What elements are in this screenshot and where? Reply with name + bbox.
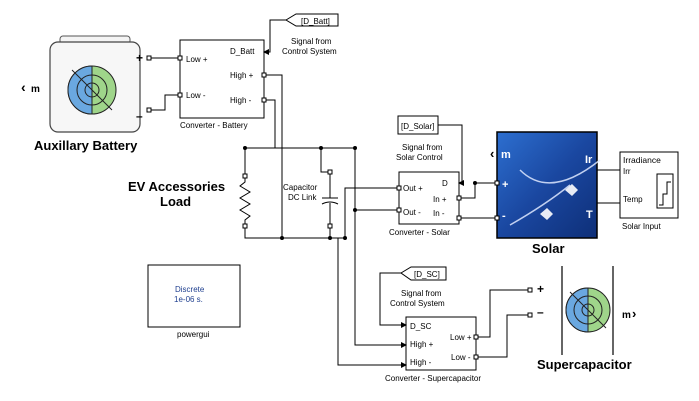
conv-solar-d-label: D: [442, 179, 448, 188]
conv-battery-caption: Converter - Battery: [180, 121, 248, 130]
battery-minus-label: –: [136, 109, 143, 123]
conv-battery-high-minus-label: High -: [230, 96, 252, 105]
solar-input-irr-label: Irr: [623, 167, 631, 176]
solar-port-arrow: ‹: [490, 146, 494, 161]
conv-solar-in-plus-label: In +: [433, 195, 447, 204]
goto-dsolar-tag: [D_Solar]: [401, 122, 434, 131]
converter-sc-box: [405, 316, 477, 371]
capacitor-label-1: Capacitor: [283, 183, 318, 192]
solar-port-m-label: m: [501, 149, 511, 161]
goto-dsolar-block[interactable]: [D_Solar] Signal from Solar Control: [389, 115, 443, 162]
conv-sc-dsc-label: D_SC: [410, 322, 432, 331]
battery-icon: [49, 35, 141, 133]
ev-load-title-1: EV Accessories: [128, 179, 225, 194]
battery-title: Auxillary Battery: [34, 138, 138, 153]
solar-title: Solar: [532, 241, 565, 256]
powergui-block[interactable]: Discrete 1e-06 s. powergui: [147, 264, 241, 339]
supercap-plus-label: +: [537, 282, 544, 296]
goto-dsolar-caption-2: Solar Control: [396, 153, 443, 162]
conv-sc-low-plus-label: Low +: [450, 333, 472, 342]
conv-solar-out-minus-label: Out -: [403, 208, 421, 217]
powergui-line-1: Discrete: [175, 285, 205, 294]
signal-builder-icon: [656, 173, 674, 209]
wiring: [150, 19, 620, 368]
supercapacitor-icon: [565, 287, 611, 333]
port-markers: [146, 55, 533, 360]
battery-port-m-label: m: [31, 84, 40, 95]
supercapacitor-block[interactable]: + – m › Supercapacitor: [537, 266, 636, 372]
converter-supercapacitor-block[interactable]: D_SC High + High - Low + Low - Converter…: [385, 316, 481, 383]
solar-plus-label: +: [502, 179, 508, 191]
ev-load-title-2: Load: [160, 194, 191, 209]
supercap-port-m-label: m: [622, 310, 631, 321]
powergui-line-2: 1e-06 s.: [174, 295, 203, 304]
goto-dsc-caption-1: Signal from: [401, 289, 442, 298]
conv-sc-low-minus-label: Low -: [451, 353, 471, 362]
powergui-caption: powergui: [177, 330, 210, 339]
conv-battery-low-plus-label: Low +: [186, 55, 208, 64]
converter-solar-block[interactable]: Out + Out - D In + In - Converter - Sola…: [389, 171, 460, 237]
battery-port-arrow: ‹: [21, 79, 26, 95]
solar-input-caption: Solar Input: [622, 222, 661, 231]
solar-panel-icon: [496, 131, 598, 239]
conv-battery-dbatt-label: D_Batt: [230, 47, 255, 56]
goto-dsc-block[interactable]: [D_SC] Signal from Control System: [390, 266, 447, 308]
solar-input-temp-label: Temp: [623, 195, 643, 204]
conv-sc-high-plus-label: High +: [410, 340, 434, 349]
goto-dbatt-caption-2: Control System: [282, 47, 337, 56]
ev-accessories-load-block[interactable]: EV Accessories Load: [128, 176, 251, 226]
converter-battery-box: [179, 39, 265, 119]
goto-dsolar-caption-1: Signal from: [402, 143, 443, 152]
solar-input-block[interactable]: Irradiance Irr Temp Solar Input: [619, 151, 679, 231]
converter-battery-block[interactable]: Low + Low - D_Batt High + High - Convert…: [179, 39, 265, 130]
conv-solar-out-plus-label: Out +: [403, 184, 423, 193]
goto-dsc-caption-2: Control System: [390, 299, 445, 308]
solar-ir-label: Ir: [585, 154, 593, 166]
conv-solar-in-minus-label: In -: [433, 209, 445, 218]
conv-sc-high-minus-label: High -: [410, 358, 432, 367]
converter-solar-box: [398, 171, 460, 225]
goto-dsc-tag: [D_SC]: [414, 270, 440, 279]
goto-dsc-shape: [400, 266, 447, 281]
auxillary-battery-block[interactable]: ‹ m + – Auxillary Battery: [21, 35, 143, 153]
solar-minus-label: -: [502, 210, 506, 222]
supercapacitor-title: Supercapacitor: [537, 357, 632, 372]
solar-input-irradiance-label: Irradiance: [623, 155, 661, 165]
resistor-icon: [239, 176, 251, 226]
supercap-port-arrow: ›: [632, 306, 636, 321]
powergui-box: [147, 264, 241, 328]
capacitor-dc-link-block[interactable]: Capacitor DC Link: [283, 172, 339, 226]
capacitor-label-2: DC Link: [288, 193, 317, 202]
solar-t-label: T: [586, 209, 593, 221]
goto-dbatt-block[interactable]: [D_Batt] Signal from Control System: [282, 13, 339, 56]
solar-panel-block[interactable]: ‹ m Ir T + - Solar: [490, 131, 601, 256]
goto-dbatt-tag: [D_Batt]: [301, 17, 330, 26]
conv-battery-low-minus-label: Low -: [186, 91, 206, 100]
conv-solar-caption: Converter - Solar: [389, 228, 450, 237]
conv-battery-high-plus-label: High +: [230, 71, 254, 80]
goto-dbatt-caption-1: Signal from: [291, 37, 332, 46]
battery-plus-label: +: [136, 51, 143, 65]
conv-sc-caption: Converter - Supercapacitor: [385, 374, 481, 383]
goto-dbatt-shape: [285, 13, 339, 27]
supercap-minus-label: –: [537, 305, 544, 319]
